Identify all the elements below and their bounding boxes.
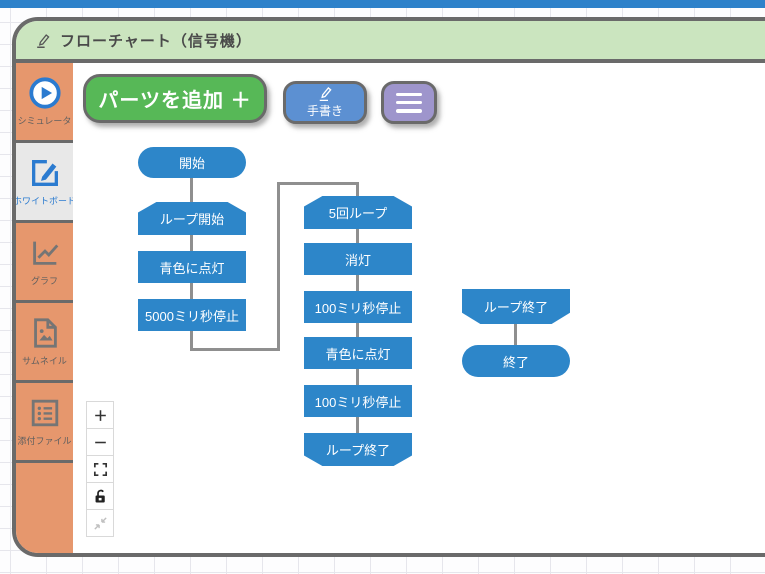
menu-button[interactable]: [381, 81, 437, 124]
zoom-in-button[interactable]: [86, 401, 114, 429]
flowchart-node-loop-5-times[interactable]: 5回ループ: [304, 196, 412, 229]
sidebar: シミュレータホワイトボードグラフサムネイル添付ファイル: [16, 63, 73, 553]
flowchart-node-loop-start-1[interactable]: ループ開始: [138, 202, 246, 235]
top-bar: [0, 0, 765, 8]
hamburger-icon: [396, 92, 422, 113]
connector: [356, 369, 359, 385]
attachment-list-icon: [28, 396, 62, 430]
collapse-button[interactable]: [86, 509, 114, 537]
lock-open-icon: [92, 488, 109, 505]
plus-icon: [92, 407, 109, 424]
flowchart-node-blue-on-1[interactable]: 青色に点灯: [138, 251, 246, 283]
sidebar-item-label: ホワイトボード: [16, 196, 73, 206]
flowchart-node-loop-end-2[interactable]: ループ終了: [462, 289, 570, 324]
flowchart-node-wait-5000[interactable]: 5000ミリ秒停止: [138, 299, 246, 331]
app-window: フローチャート（信号機） シミュレータホワイトボードグラフサムネイル添付ファイル…: [12, 17, 765, 557]
line-chart-icon: [28, 236, 62, 270]
connector: [190, 283, 193, 299]
flowchart-node-start[interactable]: 開始: [138, 147, 246, 178]
connector: [190, 178, 193, 202]
pencil-icon: [316, 86, 334, 102]
sidebar-item-thumbnail[interactable]: サムネイル: [16, 303, 73, 383]
zoom-out-button[interactable]: [86, 428, 114, 456]
whiteboard-canvas[interactable]: パーツを追加 ＋ 手書き 開始ループ開始青色に点灯 5000ミリ秒停止 5回ループ消…: [73, 63, 765, 553]
flowchart-node-loop-end-1[interactable]: ループ終了: [304, 433, 412, 466]
fit-screen-button[interactable]: [86, 455, 114, 483]
flowchart-node-light-off[interactable]: 消灯: [304, 243, 412, 275]
page-title: フローチャート（信号機）: [60, 32, 252, 50]
connector: [356, 417, 359, 433]
connector: [356, 229, 359, 243]
add-parts-button[interactable]: パーツを追加 ＋: [83, 74, 267, 123]
connector: [277, 182, 359, 185]
window-body: シミュレータホワイトボードグラフサムネイル添付ファイル パーツを追加 ＋ 手書き…: [16, 63, 765, 553]
play-circle-icon: [28, 76, 62, 110]
thumbnail-image-icon: [28, 316, 62, 350]
connector: [190, 348, 280, 351]
sidebar-item-label: サムネイル: [22, 356, 67, 366]
connector: [190, 331, 193, 351]
sidebar-filler: [16, 463, 73, 553]
connector: [514, 324, 517, 345]
sidebar-item-whiteboard[interactable]: ホワイトボード: [16, 143, 73, 223]
flowchart-node-wait-100-a[interactable]: 100ミリ秒停止: [304, 291, 412, 323]
sidebar-item-attachment[interactable]: 添付ファイル: [16, 383, 73, 463]
sidebar-item-graph[interactable]: グラフ: [16, 223, 73, 303]
collapse-arrows-icon: [92, 515, 109, 532]
connector: [356, 323, 359, 337]
lock-button[interactable]: [86, 482, 114, 510]
pencil-underline-icon[interactable]: [34, 32, 51, 49]
fullscreen-icon: [92, 461, 109, 478]
flowchart-node-wait-100-b[interactable]: 100ミリ秒停止: [304, 385, 412, 417]
connector: [356, 275, 359, 291]
handwriting-button[interactable]: 手書き: [283, 81, 367, 124]
flowchart-node-end[interactable]: 終了: [462, 345, 570, 377]
zoom-controls: [86, 401, 114, 537]
minus-icon: [92, 434, 109, 451]
window-header: フローチャート（信号機）: [16, 21, 765, 63]
connector: [356, 182, 359, 196]
connector: [277, 182, 280, 351]
connector: [190, 235, 193, 251]
sidebar-item-label: 添付ファイル: [17, 436, 72, 446]
handwriting-label: 手書き: [306, 104, 343, 118]
sidebar-item-label: グラフ: [30, 276, 58, 286]
edit-square-icon: [28, 156, 62, 190]
sidebar-item-simulator[interactable]: シミュレータ: [16, 63, 73, 143]
flowchart-node-blue-on-2[interactable]: 青色に点灯: [304, 337, 412, 369]
sidebar-item-label: シミュレータ: [17, 116, 72, 126]
